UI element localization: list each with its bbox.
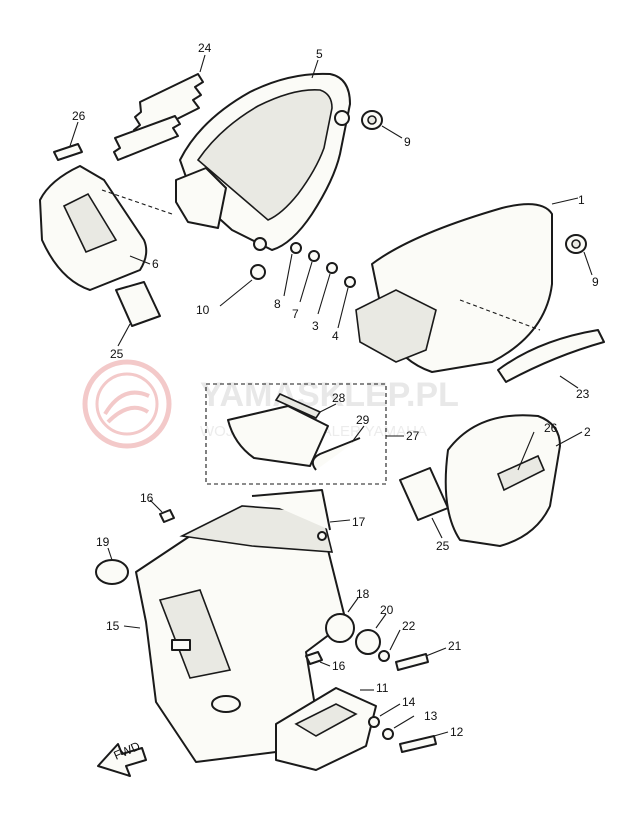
part-6-left-cover (39, 165, 173, 291)
part-12-bolt (399, 731, 449, 753)
part-19-bushing (95, 547, 129, 585)
fasteners-3-4-7-8 (283, 242, 356, 329)
callout-3: 3 (312, 319, 319, 333)
part-10-nut (219, 264, 266, 307)
part-16-clip-upper (149, 499, 175, 523)
callout-16-lower: 16 (332, 659, 346, 673)
part-9-grommet-upper (361, 110, 403, 139)
callout-22: 22 (402, 619, 416, 633)
part-22-washer (378, 629, 401, 662)
callout-28: 28 (332, 391, 346, 405)
part-2-right-lower-cover (444, 414, 583, 547)
callout-6: 6 (152, 257, 159, 271)
callout-15: 15 (106, 619, 120, 633)
callout-4: 4 (332, 329, 339, 343)
callout-18: 18 (356, 587, 370, 601)
watermark-brand: YAMASKLEP.PL (200, 376, 459, 414)
watermark-logo-icon (82, 359, 172, 449)
part-13-washer (382, 715, 415, 740)
part-11-bracket (275, 687, 377, 771)
part-21-bolt (395, 647, 447, 671)
callout-19: 19 (96, 535, 110, 549)
callout-11: 11 (376, 681, 389, 695)
callout-14: 14 (402, 695, 416, 709)
part-20-spacer (355, 613, 387, 655)
part-25-pad-left (115, 281, 161, 347)
callout-10: 10 (196, 303, 210, 317)
callout-26-left: 26 (72, 109, 86, 123)
callout-25-left: 25 (110, 347, 124, 361)
part-14-washer (368, 703, 401, 728)
part-15-battery-box (123, 505, 347, 763)
part-25-pad-right (399, 467, 449, 539)
callout-17: 17 (352, 515, 366, 529)
callout-13: 13 (424, 709, 438, 723)
part-5-side-cover-frame (175, 59, 351, 251)
part-18-damper (325, 597, 359, 643)
callout-2: 2 (584, 425, 591, 439)
callout-7: 7 (292, 307, 299, 321)
part-26-emblem-right (517, 431, 535, 471)
callout-9-upper: 9 (404, 135, 411, 149)
callout-21: 21 (448, 639, 462, 653)
part-9-grommet-lower (565, 234, 593, 276)
part-16-clip-lower (305, 651, 331, 667)
callout-23: 23 (576, 387, 590, 401)
fwd-arrow-icon: FWD (97, 739, 147, 777)
part-17-rod (251, 489, 351, 541)
part-23-emblem (497, 329, 605, 389)
part-27-toolkit-group (205, 383, 404, 485)
callout-25-right: 25 (436, 539, 450, 553)
part-1-right-side-cover (355, 197, 579, 373)
callout-29: 29 (356, 413, 370, 427)
callout-20: 20 (380, 603, 394, 617)
callout-24: 24 (198, 41, 212, 55)
part-24-bracket (113, 54, 206, 161)
callout-1: 1 (578, 193, 585, 207)
callout-26-right: 26 (544, 421, 558, 435)
callout-16-upper: 16 (140, 491, 154, 505)
callout-8: 8 (274, 297, 281, 311)
callout-27: 27 (406, 429, 420, 443)
callout-9-lower: 9 (592, 275, 599, 289)
callout-labels: 24 5 9 26 6 10 8 7 3 4 25 1 9 23 28 29 2… (72, 41, 599, 739)
callout-5: 5 (316, 47, 323, 61)
part-26-emblem-left (53, 121, 83, 161)
callout-12: 12 (450, 725, 464, 739)
